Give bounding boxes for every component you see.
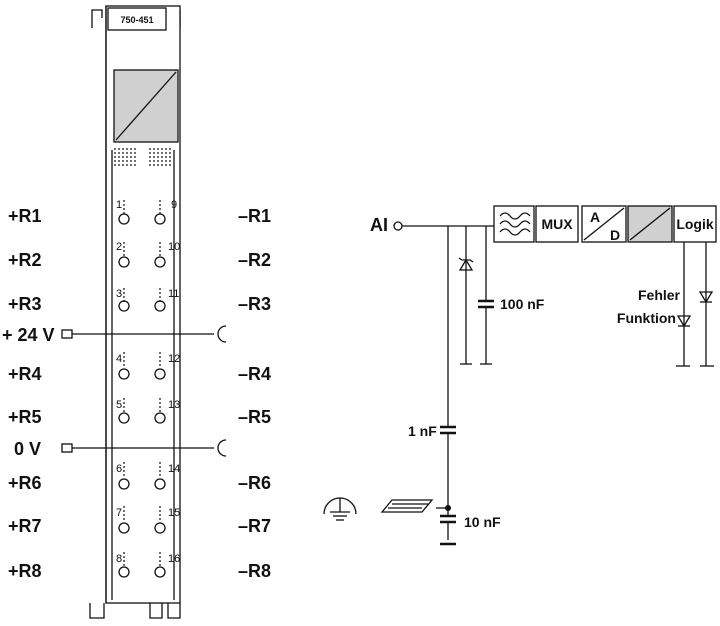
terminal-number: 8 <box>116 553 122 565</box>
input-terminal <box>393 221 403 231</box>
terminal-row-7: 7 15 <box>116 506 180 534</box>
led-fehler-icon <box>698 291 714 304</box>
label-minus-r2: –R2 <box>238 250 271 270</box>
terminals: 1 9 2 10 3 11 4 12 5 13 <box>116 199 180 578</box>
label-minus-r4: –R4 <box>238 364 271 384</box>
terminal-row-6: 6 14 <box>116 462 180 490</box>
label-24v: + 24 V <box>2 325 55 345</box>
right-labels: –R1 –R2 –R3 –R4 –R5 –R6 –R7 –R8 <box>238 206 271 581</box>
label-plus-r1: +R1 <box>8 206 42 226</box>
terminal-number: 14 <box>168 463 180 475</box>
capacitor-10nf <box>440 514 456 524</box>
module-label: 750-451 <box>120 15 153 25</box>
logic-label: Logik <box>676 216 714 232</box>
earth-ground-icon <box>323 497 357 521</box>
terminal-row-1: 1 9 <box>116 199 177 225</box>
terminal-number: 10 <box>168 241 180 253</box>
label-minus-r5: –R5 <box>238 407 271 427</box>
terminal-number: 15 <box>168 507 180 519</box>
filter-wave-icon <box>499 212 531 220</box>
tvs-diode-icon <box>458 257 474 271</box>
module-label-plate <box>107 7 167 31</box>
terminal-number: 11 <box>168 288 179 300</box>
label-plus-r8: +R8 <box>8 561 42 581</box>
capacitor-1nf <box>440 425 456 435</box>
label-minus-r7: –R7 <box>238 516 271 536</box>
capacitor-1nf-label: 1 nF <box>408 423 437 439</box>
led-function-label: Funktion <box>617 310 676 326</box>
module-pins <box>114 148 171 166</box>
circuit-schematic: AI 1 nF 10 nF <box>323 205 717 546</box>
terminal-number: 1 <box>116 199 122 211</box>
label-plus-r4: +R4 <box>8 364 42 384</box>
logic-block <box>673 205 717 243</box>
label-plus-r7: +R7 <box>8 516 42 536</box>
led-error-label: Fehler <box>638 287 681 303</box>
module-housing: 750-451 <box>89 5 181 619</box>
adc-d-label: D <box>610 227 620 243</box>
din-rail-icon <box>380 499 434 513</box>
terminal-number: 3 <box>116 288 122 300</box>
terminal-number: 9 <box>171 199 177 211</box>
terminal-row-2: 2 10 <box>116 241 180 268</box>
terminal-number: 2 <box>116 241 122 253</box>
label-0v: 0 V <box>14 439 41 459</box>
terminal-row-5: 5 13 <box>116 398 180 424</box>
label-minus-r1: –R1 <box>238 206 271 226</box>
terminal-row-3: 3 11 <box>116 288 179 312</box>
terminal-number: 16 <box>168 553 180 565</box>
label-plus-r5: +R5 <box>8 407 42 427</box>
terminal-number: 5 <box>116 399 122 411</box>
label-plus-r3: +R3 <box>8 294 42 314</box>
label-minus-r6: –R6 <box>238 473 271 493</box>
mux-label: MUX <box>541 216 573 232</box>
label-minus-r8: –R8 <box>238 561 271 581</box>
power-contact-0v <box>61 439 227 457</box>
input-label: AI <box>370 215 388 235</box>
terminal-row-8: 8 16 <box>116 552 180 578</box>
terminal-row-4: 4 12 <box>116 352 180 380</box>
capacitor-100nf <box>478 299 494 309</box>
terminal-number: 4 <box>116 353 122 365</box>
led-funktion-icon <box>676 315 692 328</box>
label-plus-r6: +R6 <box>8 473 42 493</box>
label-plus-r2: +R2 <box>8 250 42 270</box>
terminal-number: 13 <box>168 399 180 411</box>
terminal-number: 12 <box>168 353 180 365</box>
terminal-number: 6 <box>116 463 122 475</box>
power-contact-24v <box>61 325 227 343</box>
adc-a-label: A <box>590 209 600 225</box>
left-labels: +R1 +R2 +R3 + 24 V +R4 +R5 0 V +R6 +R7 +… <box>2 206 55 581</box>
capacitor-10nf-label: 10 nF <box>464 514 501 530</box>
mux-block <box>535 205 579 243</box>
label-minus-r3: –R3 <box>238 294 271 314</box>
capacitor-100nf-label: 100 nF <box>500 296 545 312</box>
terminal-number: 7 <box>116 507 122 519</box>
